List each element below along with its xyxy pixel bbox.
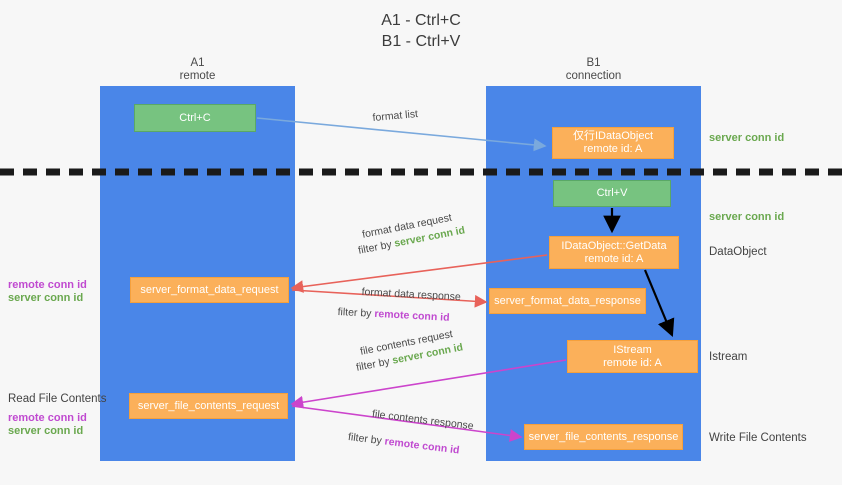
box-file-contents-request-label: server_file_contents_request <box>137 399 280 412</box>
lane-a1-name: A1 <box>190 57 205 69</box>
lane-b1-role: connection <box>565 70 622 82</box>
filter-prefix-2: filter by <box>337 305 375 320</box>
lane-b1-name: B1 <box>586 57 601 69</box>
box-server-file-contents-request[interactable]: server_file_contents_request <box>129 393 288 419</box>
label-server-conn-id-top: server conn id <box>709 132 785 144</box>
arrow-label-file-contents-response-filter: filter by remote conn id <box>347 430 460 458</box>
box-istream[interactable]: IStream remote id: A <box>567 340 698 373</box>
lane-header-b1: B1 connection <box>486 57 701 83</box>
lane-header-a1: A1 remote <box>100 57 295 83</box>
annotation-read-file-contents: Read File Contents <box>8 393 107 405</box>
filter-prefix-4: filter by <box>347 430 386 448</box>
box-idataobject-line1: 仅行IDataObject <box>572 130 654 142</box>
box-format-data-request-label: server_format_data_request <box>140 283 279 296</box>
box-getdata-line2: remote id: A <box>584 252 644 265</box>
label-server-conn-id-file: server conn id <box>8 425 84 437</box>
filter-value-2: remote conn id <box>374 307 450 324</box>
filter-value-4: remote conn id <box>383 435 461 457</box>
box-server-format-data-request[interactable]: server_format_data_request <box>130 277 289 303</box>
arrow-label-format-list: format list <box>372 108 419 124</box>
box-file-contents-response-label: server_file_contents_response <box>528 430 679 443</box>
arrow-label-file-contents-response: file contents response <box>371 407 475 433</box>
lane-a1-role: remote <box>179 70 216 82</box>
page-title: A1 - Ctrl+C B1 - Ctrl+V <box>0 10 842 52</box>
box-server-file-contents-response[interactable]: server_file_contents_response <box>524 424 683 450</box>
box-idataobject-getdata[interactable]: IDataObject::GetData remote id: A <box>549 236 679 269</box>
box-idataobject-line2: remote id: A <box>583 143 643 155</box>
box-idataobject[interactable]: 仅行IDataObject remote id: A <box>552 127 674 159</box>
annotation-dataobject: DataObject <box>709 246 767 258</box>
label-remote-conn-id-format: remote conn id <box>8 279 87 291</box>
title-line-1: A1 - Ctrl+C <box>381 12 461 29</box>
box-ctrl-c-label: Ctrl+C <box>179 111 211 124</box>
box-getdata-line1: IDataObject::GetData <box>561 239 667 252</box>
label-conn-ids-format: remote conn id server conn id <box>8 279 87 305</box>
box-server-format-data-response[interactable]: server_format_data_response <box>489 288 646 314</box>
title-line-2: B1 - Ctrl+V <box>381 33 461 50</box>
box-istream-line2: remote id: A <box>603 356 662 369</box>
arrow-label-format-data-response: format data response <box>361 285 462 304</box>
label-server-conn-id-format: server conn id <box>8 292 84 304</box>
label-remote-conn-id-file: remote conn id <box>8 412 87 424</box>
box-ctrl-c[interactable]: Ctrl+C <box>134 104 256 132</box>
box-ctrl-v[interactable]: Ctrl+V <box>553 180 671 207</box>
annotation-write-file-contents: Write File Contents <box>709 432 807 444</box>
box-format-data-response-label: server_format_data_response <box>494 294 641 307</box>
label-conn-ids-file: remote conn id server conn id <box>8 412 87 438</box>
box-istream-line1: IStream <box>613 343 652 356</box>
box-ctrl-v-label: Ctrl+V <box>596 187 628 199</box>
arrow-label-format-data-response-filter: filter by remote conn id <box>337 305 450 325</box>
label-server-conn-id-second: server conn id <box>709 211 785 223</box>
annotation-istream: Istream <box>709 351 748 363</box>
